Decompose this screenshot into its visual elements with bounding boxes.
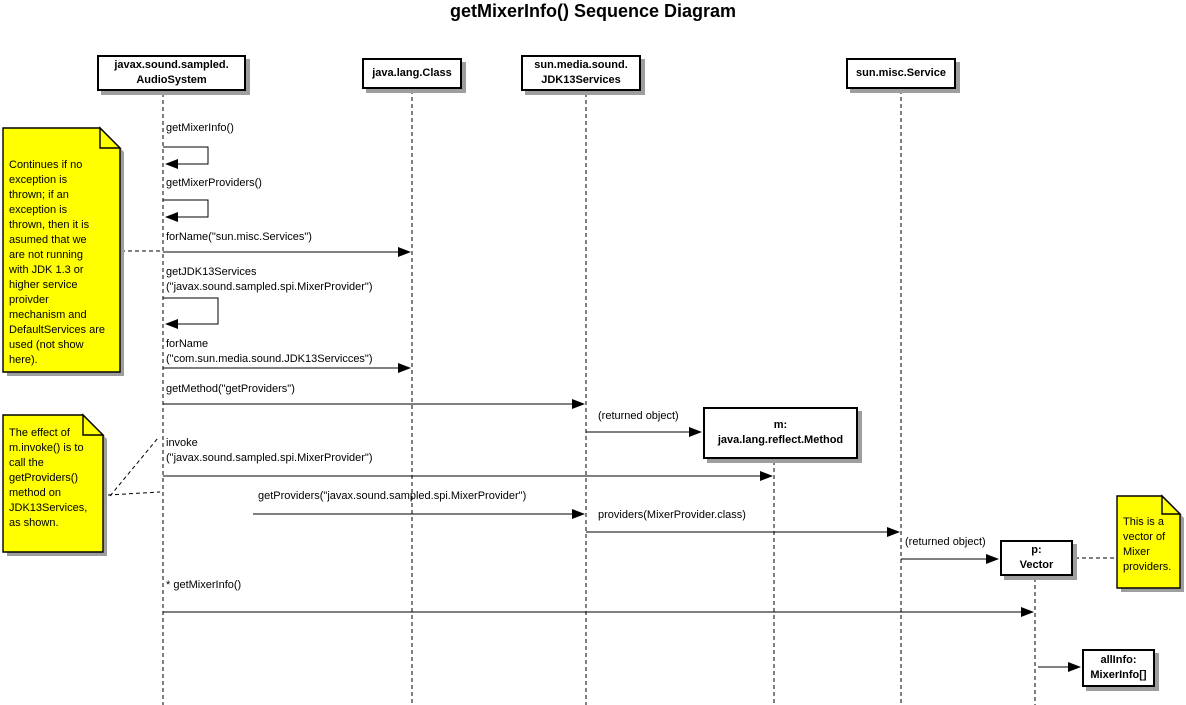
label-get-method: getMethod("getProviders"): [166, 383, 295, 395]
arrow-get-mixer-info-self: [163, 146, 209, 169]
arrow-get-jdk13-services-self: [163, 297, 219, 329]
label-returned-object-1: (returned object): [598, 410, 679, 422]
message-arrows: [163, 146, 1081, 672]
object-method: m: java.lang.reflect.Method: [703, 407, 858, 459]
note-vector-text: This is a vector of Mixer providers.: [1123, 516, 1172, 573]
note-connectors: [107, 250, 1115, 559]
note-invoke-fold: [82, 413, 105, 436]
label-invoke: invoke ("javax.sound.sampled.spi.MixerPr…: [166, 437, 373, 464]
label-returned-object-2: (returned object): [905, 536, 986, 548]
note-exception-fold: [99, 126, 122, 149]
connector-note-invoke-upper: [109, 437, 159, 497]
note-invoke-text: The effect of m.invoke() is to call the …: [9, 427, 88, 529]
label-forname-services: forName("sun.misc.Services"): [166, 231, 312, 243]
label-get-providers: getProviders("javax.sound.sampled.spi.Mi…: [258, 490, 527, 502]
label-get-mixer-info: getMixerInfo(): [166, 122, 234, 134]
object-allinfo: allInfo: MixerInfo[]: [1082, 649, 1155, 687]
label-get-jdk13-services: getJDK13Services ("javax.sound.sampled.s…: [166, 266, 373, 293]
label-providers: providers(MixerProvider.class): [598, 509, 746, 521]
diagram-title: getMixerInfo() Sequence Diagram: [449, 1, 737, 21]
actor-jdk13services: sun.media.sound. JDK13Services: [521, 55, 641, 91]
note-exception-shape: [2, 127, 121, 373]
object-vector: p: Vector: [1000, 540, 1073, 576]
arrow-get-mixer-providers-self: [163, 199, 209, 222]
actor-sun-misc-service: sun.misc.Service: [846, 58, 956, 89]
actor-audiosystem: javax.sound.sampled. AudioSystem: [97, 55, 246, 91]
note-vector-fold: [1161, 494, 1182, 515]
label-get-mixer-providers: getMixerProviders(): [166, 177, 262, 189]
note-vector-shape: [1116, 495, 1181, 589]
note-exception-text: Continues if no exception is thrown; if …: [9, 159, 105, 366]
label-star-get-mixer-info: * getMixerInfo(): [166, 579, 242, 591]
lifelines: [162, 90, 1036, 705]
connector-note-invoke-lower: [107, 491, 161, 496]
label-forname-jdk13: forName ("com.sun.media.sound.JDK13Servi…: [166, 338, 373, 365]
note-shapes: [2, 126, 1184, 592]
note-invoke-shape: [2, 414, 104, 553]
actor-java-lang-class: java.lang.Class: [362, 58, 462, 89]
